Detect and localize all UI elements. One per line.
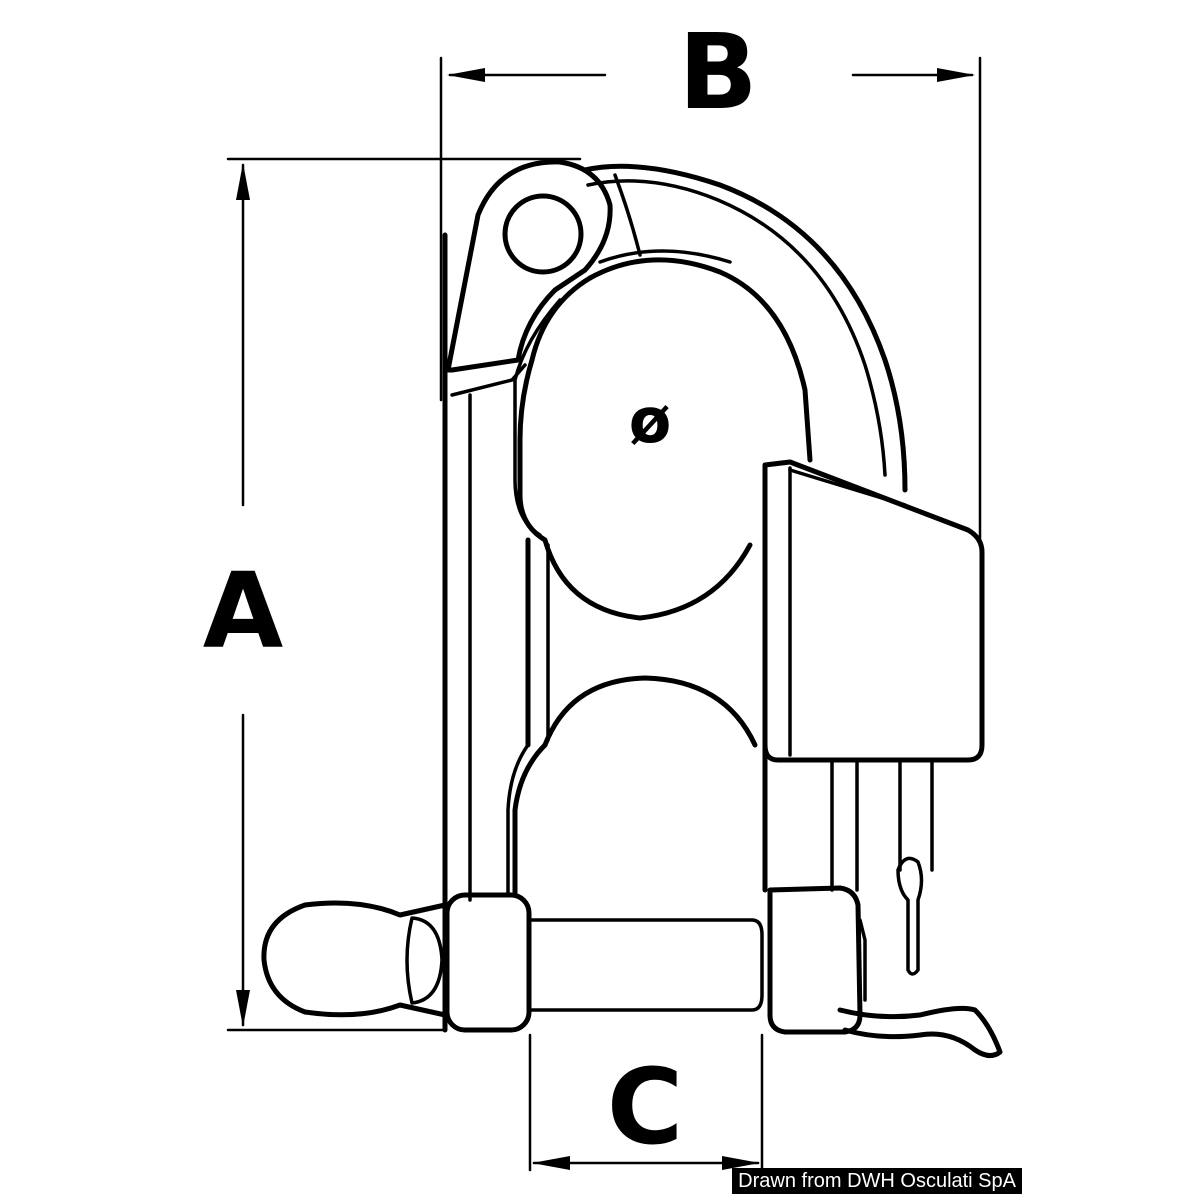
dimension-c-label: C: [607, 1046, 683, 1168]
jaw-outer-curve-inner: [586, 179, 887, 477]
dimension-c-arrow-left: [532, 1156, 570, 1170]
upper-bow-inner-2: [513, 298, 562, 537]
pin-handle-neck: [405, 916, 444, 1005]
jaw-inner-curve: [587, 257, 813, 463]
pin-left-collar: [444, 892, 532, 1033]
dimension-b-label: B: [678, 11, 757, 133]
latch-housing: [762, 459, 985, 763]
dimension-c-arrow-right: [722, 1156, 760, 1170]
pin-right-nut: [858, 918, 867, 1002]
dimension-b-arrow-right: [937, 68, 975, 82]
dimension-b: B: [439, 11, 982, 547]
hinge-lug: [445, 159, 613, 373]
lower-bow-top: [542, 675, 758, 748]
dimension-b-arrow-left: [447, 68, 485, 82]
dimension-a: A: [203, 157, 582, 1032]
lower-bow-left: [512, 742, 548, 898]
dimension-a-arrow-bottom: [236, 990, 250, 1027]
jaw-outer-curve: [582, 163, 908, 493]
jaw-inner-curve-2: [598, 249, 732, 264]
dimension-a-label: A: [203, 550, 284, 672]
hinge-lug-base: [450, 363, 527, 397]
hinge-pin-hole: [502, 193, 584, 275]
latch-tongue: [837, 1005, 1003, 1058]
pin-right-collar: [767, 885, 863, 1035]
dimension-a-arrow-top: [236, 163, 250, 200]
diameter-label: ø: [629, 384, 672, 457]
dimension-c: C: [528, 1033, 764, 1172]
drawing-credit: Drawn from DWH Osculati SpA: [732, 1168, 1022, 1194]
lower-bow-left-2: [506, 743, 530, 897]
shackle-body: ø: [261, 159, 1003, 1058]
jaw-hinge-seam: [613, 173, 642, 257]
split-pin: [896, 856, 924, 976]
clevis-pin-shaft: [527, 918, 764, 1012]
latch-housing-top-seam: [788, 468, 907, 507]
pin-handle-knob: [261, 900, 448, 1018]
